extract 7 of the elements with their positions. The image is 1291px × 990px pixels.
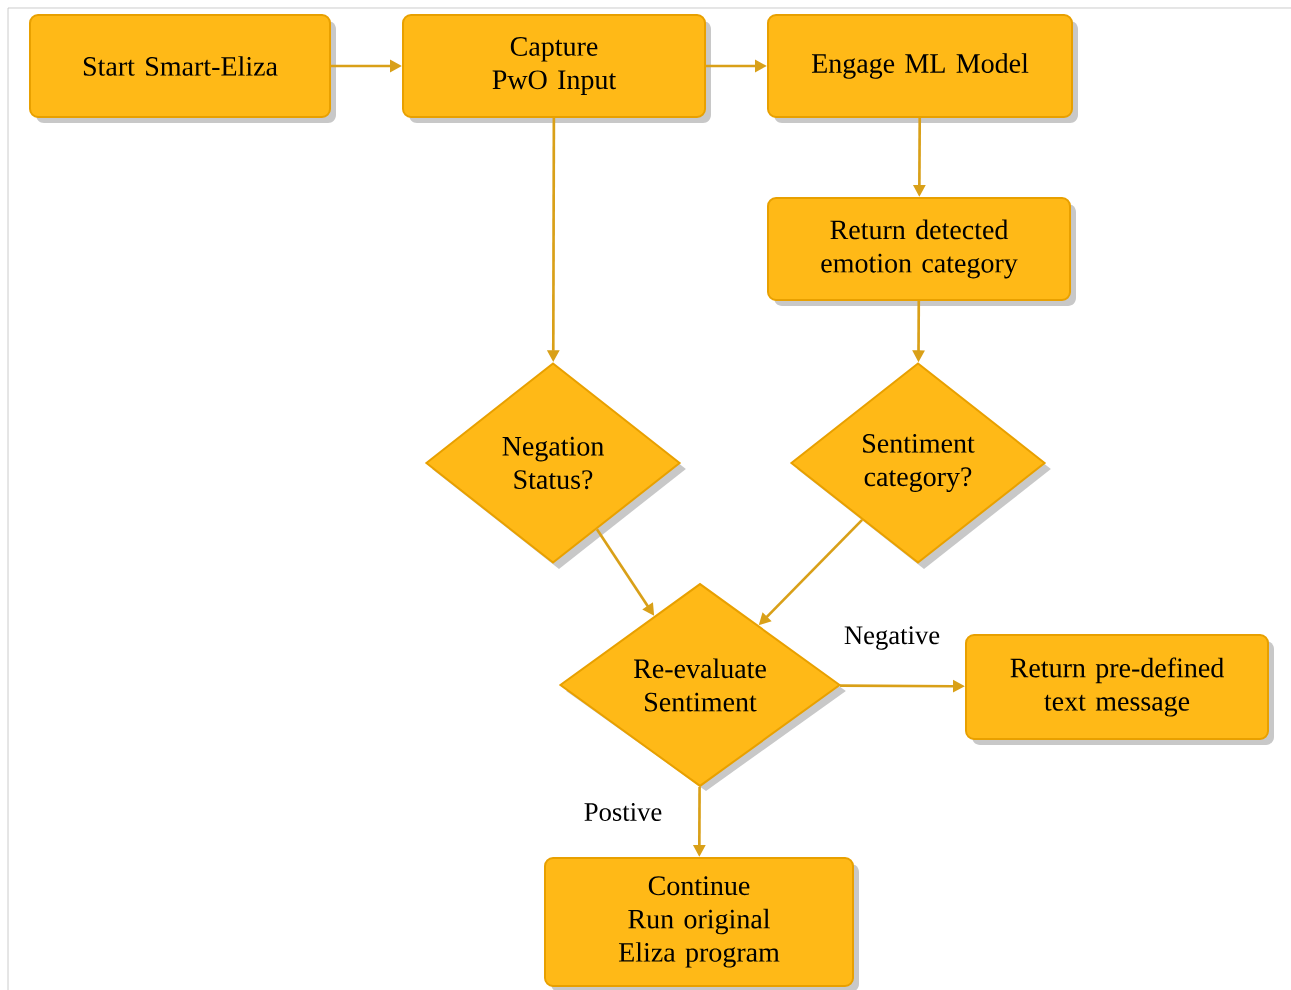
process-box: Start Smart-Eliza [29, 14, 336, 123]
process-box: Return pre-defined text message [965, 634, 1274, 745]
process-box: Capture PwO Input [402, 14, 711, 123]
process-box: Return detected emotion category [767, 197, 1076, 306]
edge-label: Postive [582, 801, 664, 823]
process-box: Continue Run original Eliza program [544, 857, 859, 990]
process-box: Engage ML Model [767, 14, 1078, 123]
